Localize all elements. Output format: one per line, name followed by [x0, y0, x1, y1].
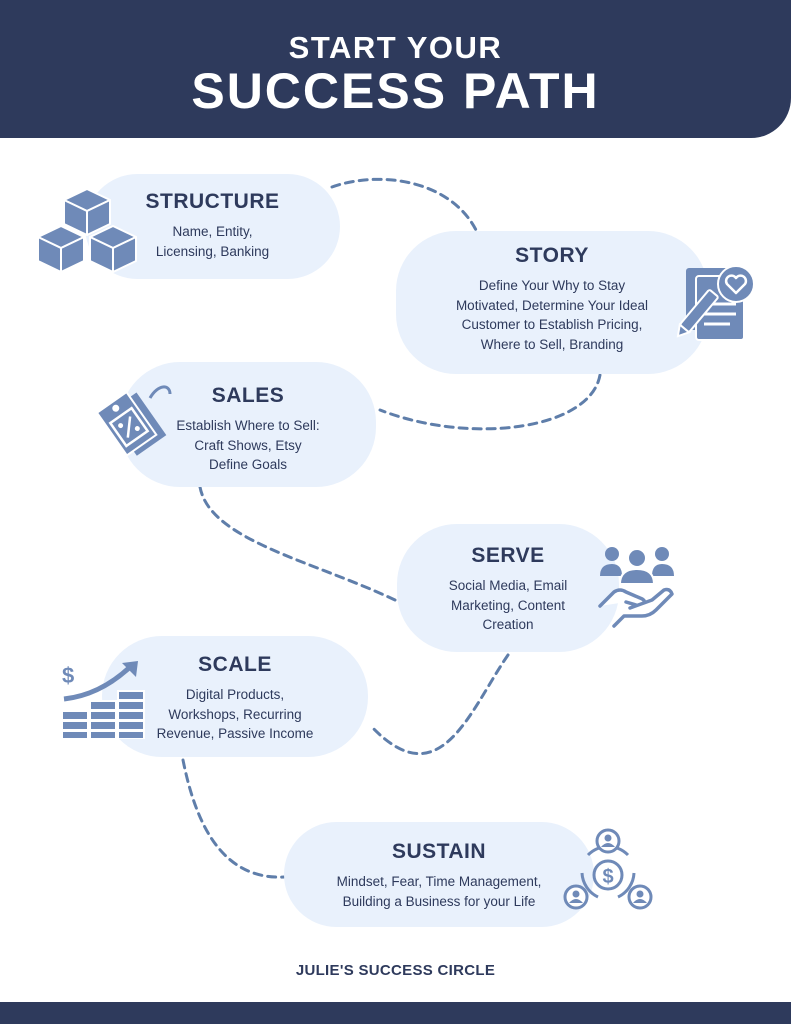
step-title: STRUCTURE: [145, 190, 280, 213]
growth-chart-icon: $: [61, 661, 145, 739]
step-title: SCALE: [198, 653, 272, 676]
step-title: SUSTAIN: [391, 840, 487, 863]
people-hand-icon: [598, 547, 674, 628]
step-card-sales: SALES Establish Where to Sell: Craft Sho…: [120, 362, 376, 487]
step-title: STORY: [515, 244, 589, 267]
step-description: Define Your Why to Stay Motivated, Deter…: [455, 278, 649, 352]
step-description: Establish Where to Sell: Craft Shows, Et…: [176, 418, 320, 472]
money-cycle-icon: $: [563, 828, 653, 910]
step-card-serve: SERVE Social Media, Email Marketing, Con…: [397, 524, 619, 652]
step-description: Digital Products, Workshops, Recurring R…: [156, 687, 314, 741]
step-description: Name, Entity, Licensing, Banking: [155, 224, 270, 259]
footer-bar: [0, 1002, 791, 1024]
header-banner: START YOUR SUCCESS PATH: [0, 0, 791, 138]
step-description: Mindset, Fear, Time Management, Building…: [336, 874, 542, 909]
step-title: SALES: [211, 384, 285, 407]
document-heart-pencil-icon: [676, 265, 755, 341]
step-description: Social Media, Email Marketing, Content C…: [448, 578, 568, 632]
cubes-icon: [37, 188, 137, 273]
title-top: START YOUR: [288, 30, 503, 65]
page-title: SUCCESS PATH: [191, 63, 600, 119]
footer-brand: JULIE'S SUCCESS CIRCLE: [295, 962, 496, 979]
step-card-story: STORY Define Your Why to Stay Motivated,…: [396, 231, 708, 374]
price-tag-icon: [95, 385, 172, 457]
step-card-sustain: SUSTAIN Mindset, Fear, Time Management, …: [284, 822, 594, 927]
svg-text:$: $: [62, 663, 74, 688]
step-card-scale: SCALE Digital Products, Workshops, Recur…: [102, 636, 368, 757]
svg-text:$: $: [602, 866, 613, 888]
step-title: SERVE: [471, 544, 545, 567]
